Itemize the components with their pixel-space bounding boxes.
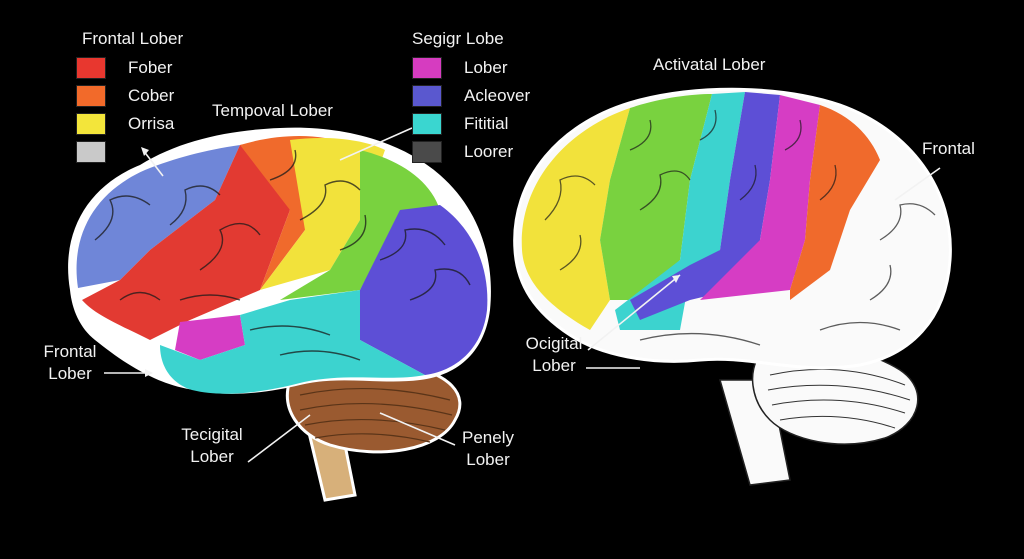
legend-left-swatch (76, 57, 106, 79)
legend-right-label: Fititial (464, 114, 509, 133)
legend-left-swatch (76, 85, 106, 107)
region-teal (160, 290, 425, 394)
region-magenta (175, 315, 245, 360)
label-penely-line1: Penely (462, 428, 514, 447)
legend-left-label: Fober (128, 58, 173, 77)
legend-left-title: Frontal Lober (82, 29, 184, 48)
legend-right-swatch (412, 57, 442, 79)
right-brain-title: Activatal Lober (653, 55, 766, 74)
label-frontal-line1: Frontal (43, 342, 97, 361)
legend-right-label: Loorer (464, 142, 514, 161)
legend-left-item: Fober (76, 55, 172, 81)
label-penely-lober: Penely Lober (452, 427, 524, 471)
region-green (280, 150, 440, 300)
right-region-teal (615, 92, 745, 330)
right-region-yellow (521, 108, 630, 330)
label-tecigital-lober: Tecigital Lober (170, 424, 254, 468)
legend-right-swatch (412, 113, 442, 135)
legend-left-swatch (76, 113, 106, 135)
region-yellow (260, 138, 385, 290)
legend-right-swatch (412, 85, 442, 107)
label-frontal-right: Frontal (922, 139, 975, 158)
region-red (82, 140, 290, 340)
legend-right-swatch (412, 141, 442, 163)
legend-right-item: Acleover (412, 83, 530, 109)
legend-right-title: Segigr Lobe (412, 29, 504, 48)
legend-right-item: Lober (412, 55, 507, 81)
label-ocigital-line1: Ocigital (525, 334, 583, 353)
legend-right-label: Acleover (464, 86, 531, 105)
right-region-magenta (700, 95, 820, 300)
label-ocigital-lober: Ocigital Lober (516, 333, 592, 377)
legend-left-item: Orrisa (76, 111, 174, 137)
legend-left-item: Cober (76, 83, 174, 109)
label-ocigital-line2: Lober (532, 356, 576, 375)
legend-left-item (76, 139, 128, 165)
legend-left-label: Orrisa (128, 114, 175, 133)
right-region-orange (790, 105, 880, 300)
label-penely-line2: Lober (466, 450, 510, 469)
label-tecigital-line2: Lober (190, 447, 234, 466)
label-tecigital-line1: Tecigital (181, 425, 243, 444)
label-frontal-line2: Lober (48, 364, 92, 383)
legend-right-label: Lober (464, 58, 508, 77)
region-purple (360, 205, 488, 375)
legend-right-item: Fititial (412, 111, 508, 137)
label-tempoval-lober: Tempoval Lober (212, 101, 333, 120)
region-blue-front (76, 145, 240, 288)
legend-left-swatch (76, 141, 106, 163)
legend-right-item: Loorer (412, 139, 513, 165)
legend-left-label: Cober (128, 86, 175, 105)
label-frontal-lober-left: Frontal Lober (36, 341, 104, 385)
